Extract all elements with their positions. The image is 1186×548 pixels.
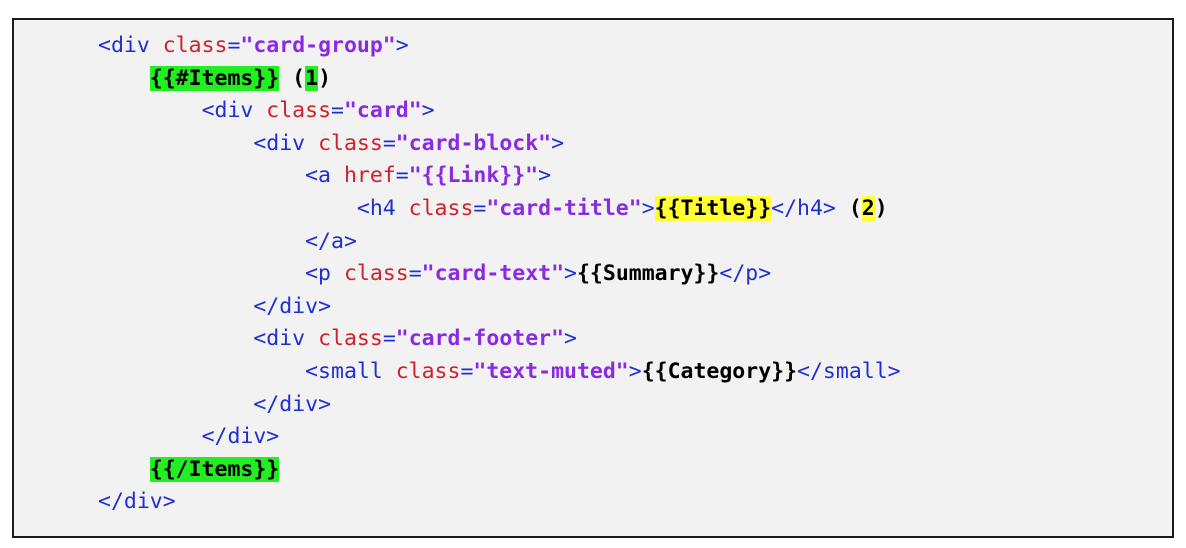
code-token: = <box>382 130 396 156</box>
code-token: {{/Items}} <box>149 456 280 482</box>
code-token: <div <box>253 130 319 156</box>
code-token: <small <box>305 358 396 384</box>
code-line: </div> <box>98 389 901 422</box>
code-indent <box>98 98 202 123</box>
code-indent <box>98 163 305 188</box>
code-line: <div class="card-group"> <box>98 30 901 63</box>
code-token: "text-muted" <box>473 358 629 384</box>
code-indent <box>98 359 305 384</box>
code-token: </div> <box>253 391 332 417</box>
code-line: {{#Items}} (1) <box>98 63 901 96</box>
code-line: </div> <box>98 291 901 324</box>
code-token: <div <box>253 326 319 352</box>
code-token: class <box>266 98 332 124</box>
code-block: <div class="card-group"> {{#Items}} (1) … <box>98 30 901 519</box>
code-indent <box>98 261 305 286</box>
code-token: > <box>421 98 435 124</box>
code-indent <box>98 424 202 449</box>
code-token: = <box>460 358 474 384</box>
code-line: <div class="card-footer"> <box>98 323 901 356</box>
code-line: <div class="card"> <box>98 95 901 128</box>
code-token: <div <box>201 98 267 124</box>
code-token: </small> <box>797 358 901 384</box>
code-line: </a> <box>98 226 901 259</box>
code-indent <box>98 131 253 156</box>
code-token: > <box>641 195 655 221</box>
code-token: ( <box>279 65 306 91</box>
code-indent <box>98 392 253 417</box>
code-token: </p> <box>719 261 772 287</box>
code-token: 2 <box>861 195 875 221</box>
code-token: class <box>318 130 383 156</box>
code-token: "card-group" <box>240 33 396 58</box>
code-indent <box>98 196 357 221</box>
code-token: > <box>564 261 577 287</box>
code-token: = <box>408 261 422 287</box>
code-token: > <box>628 358 642 384</box>
code-line: </div> <box>98 486 901 519</box>
code-token: > <box>564 326 577 352</box>
code-indent <box>98 294 253 319</box>
code-indent <box>98 66 150 91</box>
code-token: ) <box>318 65 332 91</box>
code-indent <box>98 326 253 351</box>
code-token: <p <box>305 261 344 287</box>
code-token: "{{Link}}" <box>408 163 539 189</box>
code-token: class <box>162 33 228 58</box>
code-token: </h4> <box>771 195 836 221</box>
code-token: = <box>395 163 409 189</box>
code-token: <a <box>305 163 344 189</box>
code-token: "card-text" <box>421 261 565 287</box>
code-token: {{#Items}} <box>149 65 280 91</box>
code-token: </div> <box>253 293 332 319</box>
code-token: = <box>227 33 241 58</box>
code-indent <box>98 457 150 482</box>
code-token: > <box>395 33 409 58</box>
code-line: {{/Items}} <box>98 454 901 487</box>
code-token: <h4 <box>356 195 409 221</box>
code-token: href <box>343 163 396 189</box>
code-token: "card" <box>343 98 422 124</box>
code-token: ( <box>835 195 862 221</box>
code-line: </div> <box>98 421 901 454</box>
code-token: > <box>538 163 552 189</box>
code-token: {{Summary}} <box>576 261 720 287</box>
code-token: </a> <box>305 228 357 254</box>
code-token: class <box>395 358 461 384</box>
code-line: <a href="{{Link}}"> <box>98 160 901 193</box>
code-token: ) <box>874 195 888 221</box>
code-token: = <box>473 195 487 221</box>
code-indent <box>98 229 305 254</box>
code-token: {{Title}} <box>654 195 772 221</box>
code-token: = <box>382 326 396 352</box>
code-line: <small class="text-muted">{{Category}}</… <box>98 356 901 389</box>
code-token: {{Category}} <box>641 358 798 384</box>
code-token: class <box>408 195 474 221</box>
code-token: = <box>331 98 344 124</box>
code-token: </div> <box>201 424 280 450</box>
code-token: "card-title" <box>486 195 642 221</box>
code-token: "card-block" <box>395 130 552 156</box>
code-line: <p class="card-text">{{Summary}}</p> <box>98 258 901 291</box>
code-token: <div <box>98 33 163 58</box>
code-line: <div class="card-block"> <box>98 128 901 161</box>
code-token: class <box>343 261 409 287</box>
code-token: class <box>318 326 383 352</box>
code-listing-frame: <div class="card-group"> {{#Items}} (1) … <box>12 18 1174 538</box>
code-token: > <box>551 130 565 156</box>
code-token: 1 <box>305 65 319 91</box>
code-token: </div> <box>98 489 176 515</box>
code-token: "card-footer" <box>395 326 565 352</box>
code-line: <h4 class="card-title">{{Title}}</h4> (2… <box>98 193 901 226</box>
